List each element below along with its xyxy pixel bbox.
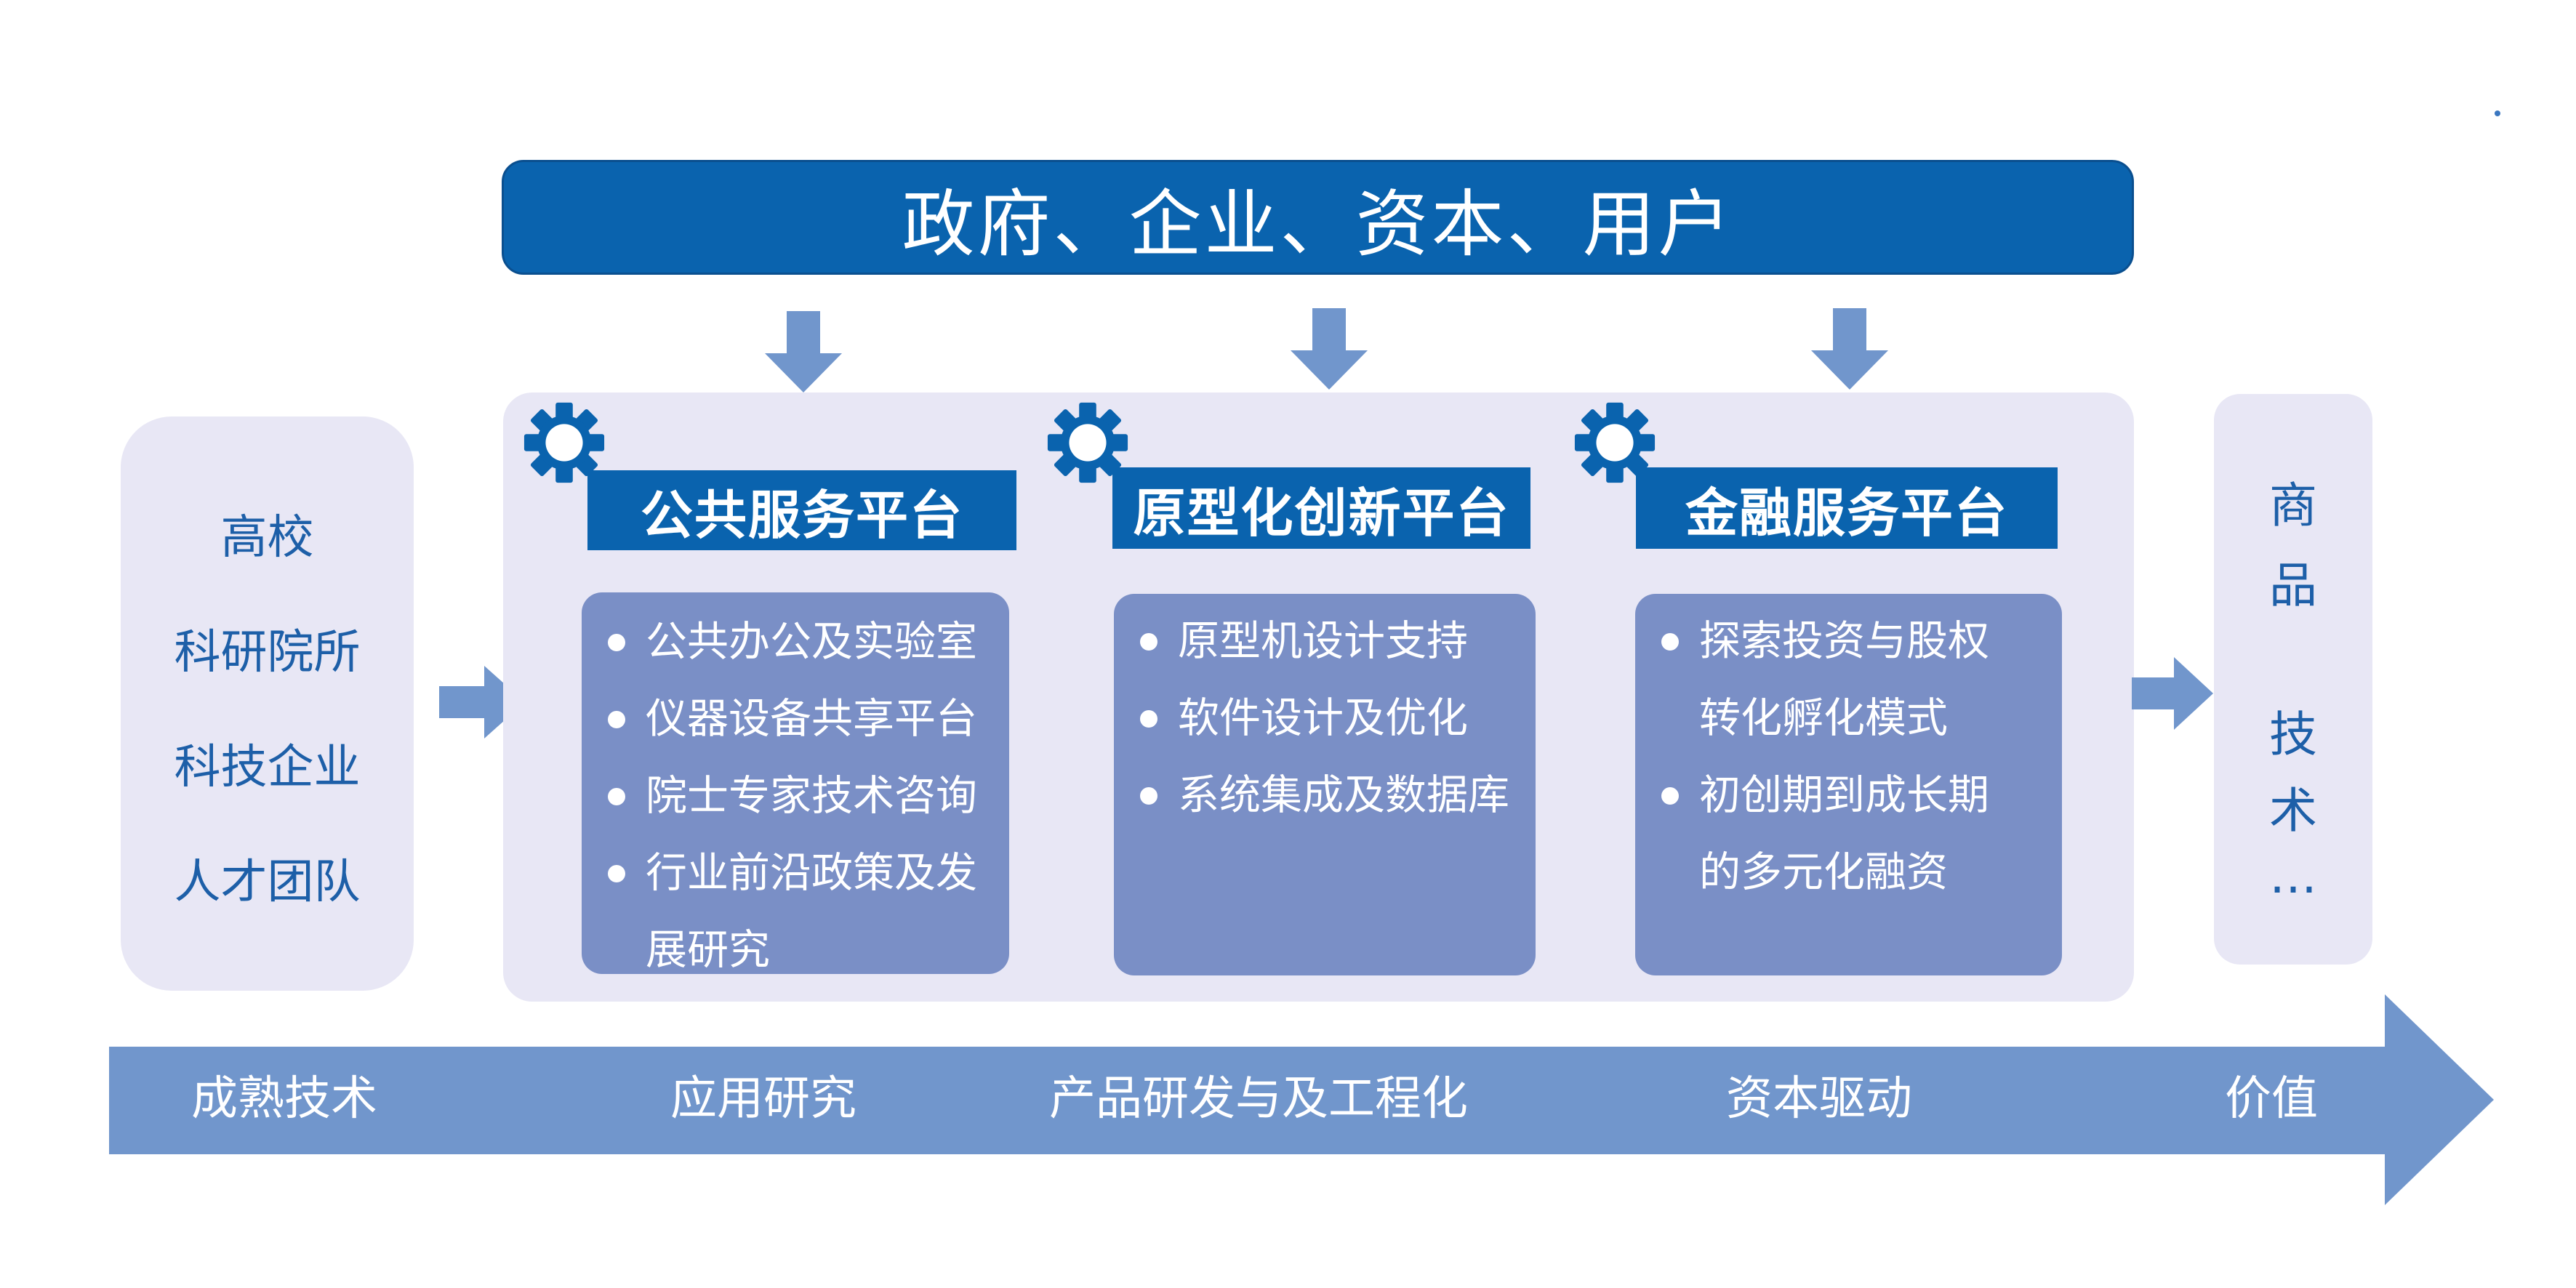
list-item: 行业前沿政策及发 [582,834,1009,911]
list-item: 初创期到成长期 [1635,757,2062,834]
arrow-down-icon [1811,308,1888,390]
list-item-continuation: 展研究 [646,926,770,974]
stage-label-applied-research: 应用研究 [670,1072,856,1126]
list-item: 公共办公及实验室 [582,603,1009,680]
right-item-char: 技 [2269,707,2317,762]
left-panel: 高校 科研院所 科技企业 人才团队 [121,416,414,991]
list-item: 系统集成及数据库 [1114,757,1536,834]
list-item-continuation: 的多元化融资 [1699,848,1948,896]
right-item-char: 术 [2269,783,2317,839]
gear-icon [1047,402,1128,483]
list-item: 院士专家技术咨询 [582,757,1009,834]
platform-content-prototype-innovation: 原型机设计支持 软件设计及优化 系统集成及数据库 [1114,594,1536,975]
gear-icon [523,402,605,483]
stage-label-mature-tech: 成熟技术 [191,1072,377,1126]
stage-label-capital-driven: 资本驱动 [1726,1072,1912,1126]
gear-icon [1574,402,1656,483]
right-item-ellipsis: … [2269,848,2317,904]
left-item-tech-enterprise: 科技企业 [174,741,361,794]
right-item-char: 品 [2269,558,2317,613]
platform-content-financial-service: 探索投资与股权 转化孵化模式 初创期到成长期 的多元化融资 [1635,594,2062,975]
arrow-down-icon [765,311,842,393]
left-item-research-institute: 科研院所 [174,626,361,680]
stage-label-value: 价值 [2225,1072,2318,1126]
list-item: 原型机设计支持 [1114,603,1536,680]
list-item: 探索投资与股权 [1635,603,2062,680]
top-banner-text: 政府、企业、资本、用户 [902,181,1734,267]
arrow-down-icon [1291,308,1368,390]
stage-label-product-dev: 产品研发与及工程化 [1049,1072,1468,1126]
left-item-talent-team: 人才团队 [174,856,361,909]
corner-mark [2495,110,2500,116]
list-item: 软件设计及优化 [1114,680,1536,757]
platform-title-public-service: 公共服务平台 [587,470,1016,550]
platform-content-public-service: 公共办公及实验室 仪器设备共享平台 院士专家技术咨询 行业前沿政策及发 展研究 [582,592,1009,974]
top-banner: 政府、企业、资本、用户 [502,160,2134,275]
timeline-arrow [109,994,2494,1205]
right-item-char: 商 [2269,478,2317,534]
right-panel: 商 品 技 术 … [2214,394,2372,965]
left-item-university: 高校 [220,511,314,565]
list-item-continuation: 转化孵化模式 [1699,694,1948,742]
platform-title-prototype-innovation: 原型化创新平台 [1112,467,1530,549]
list-item: 仪器设备共享平台 [582,680,1009,757]
platform-title-financial-service: 金融服务平台 [1636,467,2058,549]
arrow-right-icon [2132,657,2213,730]
